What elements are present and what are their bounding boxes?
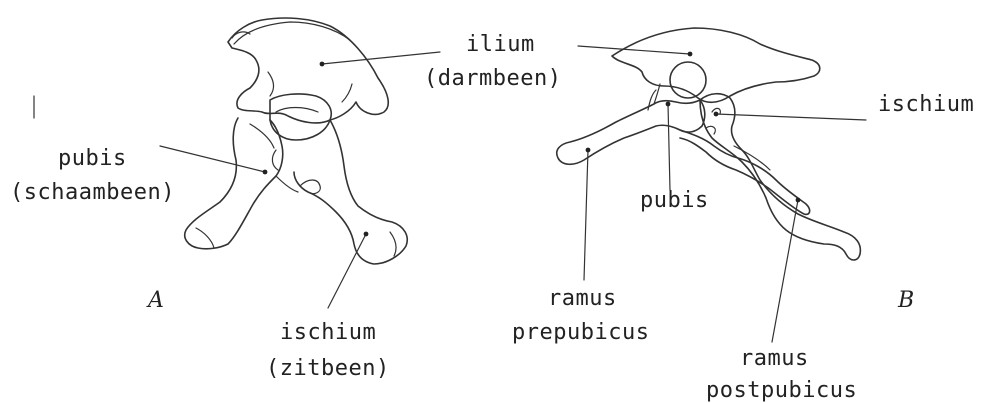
ischium-label-b: ischium — [878, 92, 974, 117]
acetabulum-a — [270, 94, 331, 140]
pubis-b-outline — [557, 100, 705, 164]
ilium-b-outline — [612, 28, 820, 102]
pubis-label-b: pubis — [640, 188, 709, 213]
ramus-postpubicus-line2: postpubicus — [706, 378, 857, 403]
pubis-dutch-label: (schaambeen) — [10, 180, 175, 205]
acetabulum-b — [670, 62, 706, 98]
figure-letter-b: B — [898, 288, 914, 313]
ramus-postpubicus-line1: ramus — [740, 346, 809, 371]
figure-letter-a: A — [148, 288, 164, 313]
ilium-label: ilium — [466, 32, 535, 57]
ischium-dutch-label: (zitbeen) — [266, 356, 390, 381]
ischium-a-outline — [294, 120, 407, 264]
ischium-label-a: ischium — [280, 320, 376, 345]
ilium-a-outline — [228, 18, 388, 123]
ilium-dutch-label: (darmbeen) — [424, 66, 561, 91]
ramus-prepubicus-line2: prepubicus — [512, 320, 649, 345]
pelvis-a — [160, 18, 440, 308]
pubis-label-a: pubis — [58, 146, 127, 171]
ramus-prepubicus-line1: ramus — [548, 286, 617, 311]
